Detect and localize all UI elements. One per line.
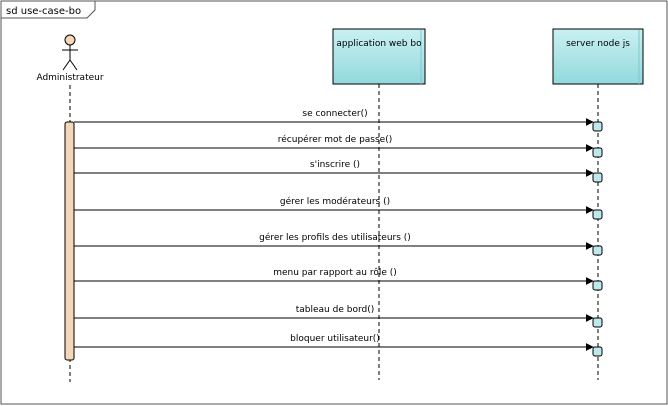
message: se connecter(): [74, 109, 603, 132]
server-lifeline-box: [552, 28, 644, 85]
message-label: se connecter(): [302, 109, 367, 119]
receiver-activation-box: [592, 172, 603, 183]
actor-label: Administrateur: [36, 73, 103, 83]
message-label: gérer les profils des utilisateurs (): [259, 232, 411, 243]
message: s'inscrire (): [74, 160, 603, 183]
message-label: tableau de bord(): [296, 305, 374, 315]
messages: se connecter() récupérer mot de passe() s'…: [74, 109, 603, 357]
server-lifeline-label: server node js: [566, 39, 630, 49]
message: gérer les modérateurs (): [74, 196, 603, 220]
message-label: gérer les modérateurs (): [280, 196, 390, 207]
receiver-activation-box: [592, 317, 603, 328]
receiver-activation-box: [592, 121, 603, 132]
app-lifeline-box: [332, 28, 426, 85]
receiver-activation-box: [592, 245, 603, 256]
message: bloquer utilisateur(): [74, 334, 603, 357]
message: menu par rapport au rôle (): [74, 267, 603, 291]
receiver-activation-box: [592, 280, 603, 291]
message-label: menu par rapport au rôle (): [273, 267, 397, 278]
frame-title-tab: [0, 0, 96, 19]
actor-right-leg-icon: [69, 59, 78, 71]
message: tableau de bord(): [74, 305, 603, 328]
actor-left-leg-icon: [62, 59, 71, 71]
message: gérer les profils des utilisateurs (): [74, 232, 603, 256]
actor-head-icon: [64, 34, 76, 46]
actor-activation-bar: [64, 121, 75, 361]
message: récupérer mot de passe(): [74, 134, 603, 158]
message-label: s'inscrire (): [310, 160, 360, 170]
actor-administrateur: Administrateur: [36, 34, 104, 83]
lifeline-server-node-js: server node js: [552, 28, 644, 380]
receiver-activation-box: [592, 147, 603, 158]
receiver-activation-box: [592, 346, 603, 357]
app-lifeline-label: application web bo: [336, 39, 422, 49]
message-label: bloquer utilisateur(): [290, 334, 380, 344]
receiver-activation-box: [592, 209, 603, 220]
lifeline-application-web-bo: application web bo: [332, 28, 426, 380]
message-label: récupérer mot de passe(): [278, 134, 392, 145]
frame-title: sd use-case-bo: [6, 6, 81, 17]
